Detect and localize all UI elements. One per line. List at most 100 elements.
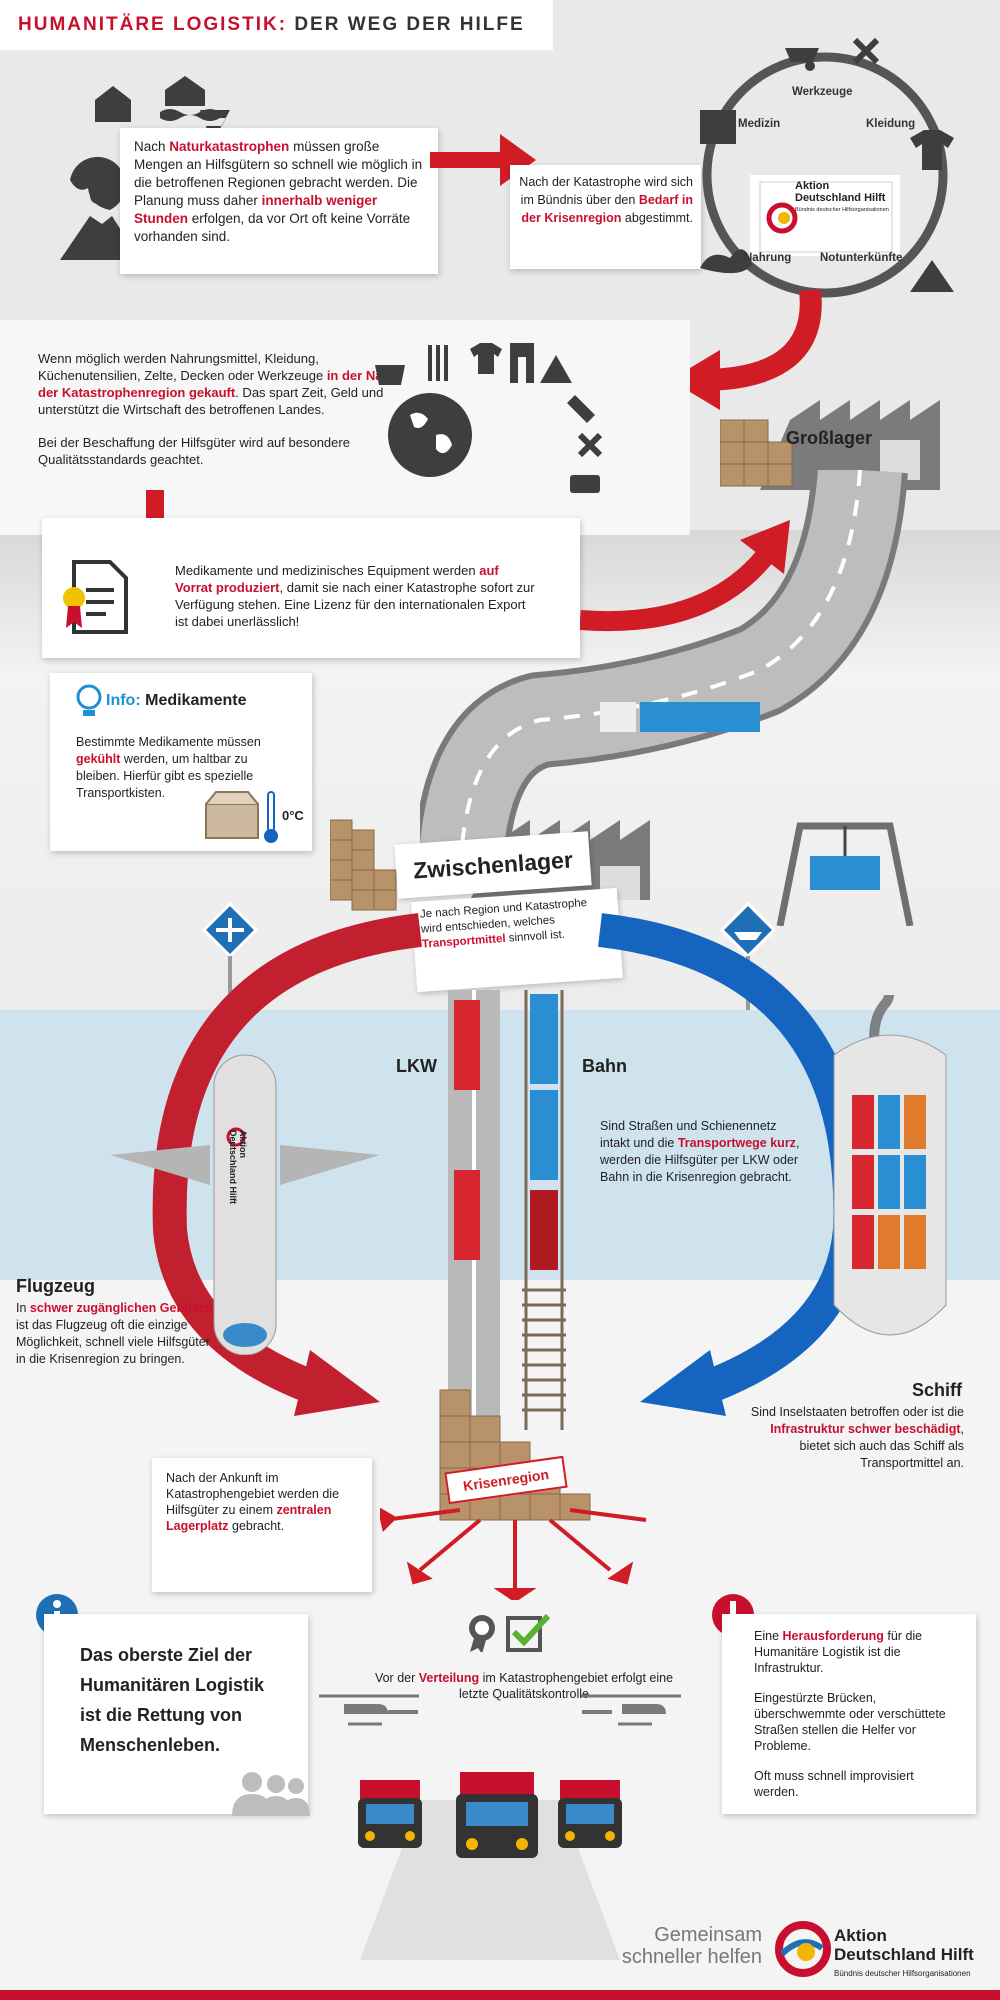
title-main: DER WEG DER HILFE: [294, 14, 525, 35]
tornado-icon: [200, 110, 230, 144]
procurement-text-2: . Das spart Zeit, Geld und unterstützt d…: [38, 385, 384, 417]
quality-highlight: Verteilung: [418, 1671, 480, 1685]
coordination-box: Nach der Katastrophe wird sich im Bündni…: [510, 165, 701, 269]
plane-text: In schwer zugänglichen Gebieten ist das …: [16, 1300, 216, 1368]
cutlery-icon: [428, 345, 448, 381]
temperature-label: 0°C: [282, 808, 304, 823]
info-label: Info:: [106, 692, 141, 709]
plane-logo-text: Aktion Deutschland Hilft: [228, 1130, 248, 1204]
arrival-highlight: zentralen Lagerplatz: [166, 1503, 332, 1533]
ship-highlight: Infrastruktur schwer beschädigt: [770, 1422, 961, 1436]
medicine-text-2: , damit sie nach einer Katastrophe sofor…: [175, 580, 535, 629]
tent-small-icon: [540, 355, 572, 383]
footer-slogan-line2: schneller helfen: [621, 1946, 762, 1968]
plane-highlight: schwer zugänglichen Gebieten: [29, 1301, 214, 1315]
procurement-text-3: Bei der Beschaffung der Hilfsgüter wird …: [38, 435, 350, 467]
footer-logo-sub: Bündnis deutscher Hilfsorganisationen: [834, 1969, 971, 1978]
info-text: Bestimmte Medikamente müssen gekühlt wer…: [76, 734, 276, 802]
lkw-truck-2: [454, 1170, 480, 1260]
footer-logo-text: Aktion Deutschland Hilft Bündnis deutsch…: [834, 1926, 974, 1983]
first-aid-icon: [700, 110, 736, 144]
quality-text-2: im Katastrophengebiet erfolgt eine letzt…: [459, 1671, 674, 1701]
land-text-1: Sind Straßen und Schienennetz intakt und…: [600, 1119, 777, 1150]
cooling-box-icon: [205, 791, 259, 839]
needs-cycle: [700, 37, 954, 298]
lkw-truck-1: [454, 1000, 480, 1090]
curved-arrow-icon: [670, 290, 822, 410]
seal-icon: [469, 1615, 495, 1652]
distribution-trucks: [358, 1772, 622, 1960]
food-icon: [700, 249, 752, 274]
warehouse-building: [720, 400, 940, 490]
train-wagon-2: [530, 1090, 558, 1180]
cycle-label-notunterkuenfte: Notunterkünfte: [820, 252, 903, 264]
coordination-text-1: Nach der Katastrophe wird sich im Bündni…: [519, 175, 693, 207]
road-truck: [640, 702, 760, 732]
procurement-icons: [375, 343, 603, 493]
ship-text: Sind Inselstaaten betroffen oder ist die…: [740, 1404, 964, 1472]
cycle-logo-line2: Deutschland Hilft: [795, 192, 886, 204]
footer-logo-line1: Aktion: [834, 1926, 887, 1945]
cycle-label-medizin: Medizin: [738, 118, 781, 130]
land-transport-text: Sind Straßen und Schienennetz intakt und…: [600, 1118, 800, 1186]
plane-logo-line2: Deutschland Hilft: [228, 1130, 238, 1205]
info-text-2: werden, um haltbar zu bleiben. Hierfür g…: [76, 752, 254, 800]
land-highlight: Transportwege kurz: [677, 1136, 796, 1150]
medicine-highlight: auf Vorrat produziert: [175, 563, 499, 595]
collapsed-house-icon: [95, 86, 131, 122]
people-icon: [232, 1772, 310, 1816]
tsunami-icon: [70, 156, 126, 210]
checkmark-icon: [506, 1613, 551, 1652]
procurement-panel: [0, 320, 690, 535]
arrival-text-2: gebracht.: [228, 1519, 285, 1533]
info-title: Info: Medikamente: [106, 692, 246, 710]
intro-text-3: erfolgen, da vor Ort oft keine Vorräte v…: [134, 211, 411, 244]
challenge-text-4: Oft muss schnell improvisiert werden.: [754, 1769, 914, 1799]
goal-box: [44, 1614, 308, 1814]
tools-icon: [852, 37, 880, 65]
plane-text-2: ist das Flugzeug oft die einzige Möglich…: [16, 1318, 210, 1366]
info-highlight: gekühlt: [76, 752, 121, 766]
helicopter-left-icon: [319, 1694, 419, 1726]
title-highlight: HUMANITÄRE LOGISTIK:: [18, 14, 288, 35]
trousers-icon: [510, 343, 534, 383]
truck-right-icon: [558, 1780, 622, 1848]
ship-text-2: , bietet sich auch das Schiff als Transp…: [799, 1422, 964, 1470]
tshirt-icon: [470, 343, 502, 374]
cycle-label-kleidung: Kleidung: [866, 118, 916, 130]
crane: [776, 822, 914, 926]
procurement-text-1: Wenn möglich werden Nahrungsmittel, Klei…: [38, 351, 327, 383]
procurement-text: Wenn möglich werden Nahrungsmittel, Klei…: [38, 350, 398, 468]
plane-title: Flugzeug: [16, 1276, 95, 1296]
train-wagon-1: [530, 994, 558, 1084]
intro-text-1: Nach: [134, 139, 170, 154]
challenge-highlight: Herausforderung: [782, 1629, 884, 1643]
pot-icon: [570, 475, 600, 493]
arrival-box: Nach der Ankunft im Katastrophengebiet w…: [152, 1458, 372, 1592]
quality-text-1: Vor der: [374, 1671, 419, 1685]
medicine-box: [42, 518, 580, 658]
arrival-text-1: Nach der Ankunft im Katastrophengebiet w…: [166, 1471, 340, 1517]
coordination-text-2: abgestimmt.: [621, 211, 693, 225]
thermometer-icon: [264, 791, 278, 843]
bahn-label: Bahn: [582, 1056, 627, 1076]
medicine-text: Medikamente und medizinisches Equipment …: [175, 562, 535, 630]
footer-slogan: Gemeinsam schneller helfen: [600, 1924, 762, 1968]
challenge-text-1: Eine: [754, 1629, 783, 1643]
info-text-1: Bestimmte Medikamente müssen: [76, 735, 261, 749]
cycle-label-werkzeuge: Werkzeuge: [792, 86, 853, 98]
flood-house-icon: [165, 76, 205, 106]
land-text-2: , werden die Hilfsgüter per LKW oder Bah…: [600, 1136, 800, 1184]
ship-title: Schiff: [912, 1380, 963, 1400]
intro-box: Nach Naturkatastrophen müssen große Meng…: [120, 128, 438, 274]
quality-text: Vor der Verteilung im Katastrophengebiet…: [374, 1670, 674, 1702]
right-arrow-icon: [430, 134, 536, 186]
lkw-bahn-lanes: [448, 990, 566, 1430]
disaster-icons: [60, 76, 230, 260]
truck-left-icon: [358, 1780, 422, 1848]
ship-text-1: Sind Inselstaaten betroffen oder ist die: [750, 1405, 964, 1419]
intro-highlight-2: innerhalb weniger Stunden: [134, 193, 378, 226]
cycle-logo-text: Aktion Deutschland Hilft Bündnis deutsch…: [795, 180, 889, 216]
train-locomotive: [530, 1190, 558, 1270]
warehouse-label: Großlager: [786, 428, 873, 448]
